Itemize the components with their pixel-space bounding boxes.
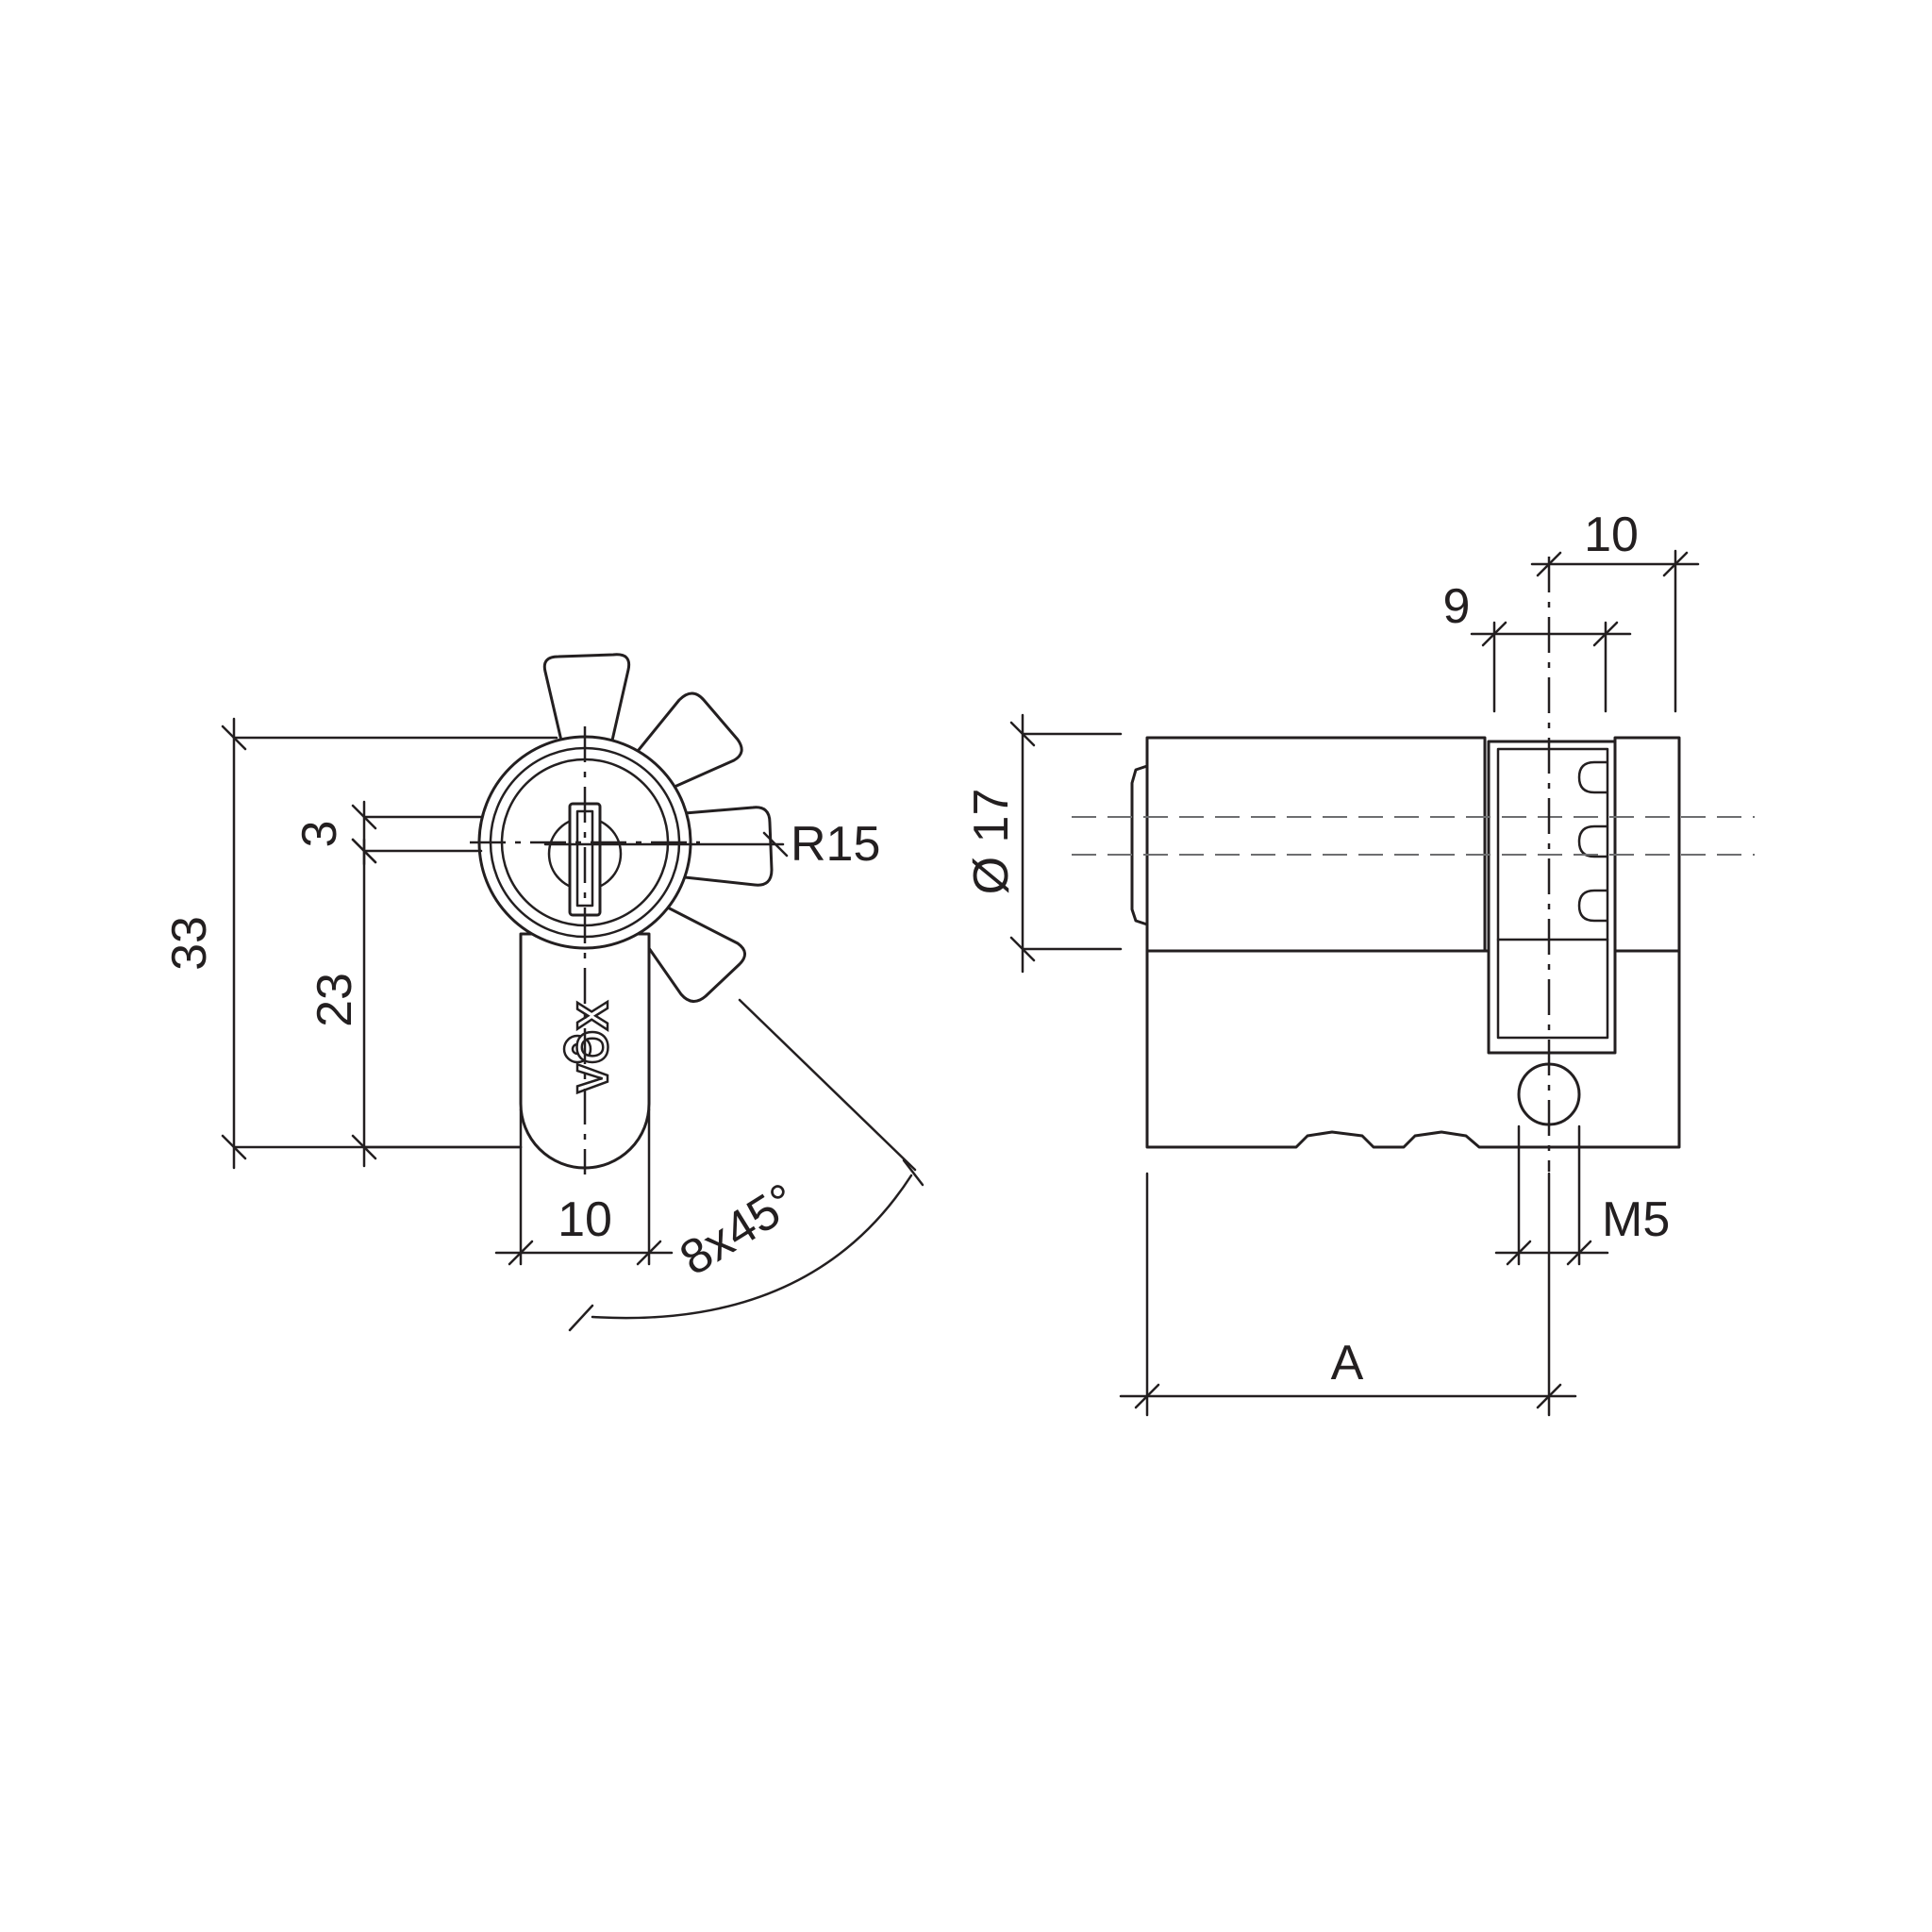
dim-10-front-label: 10 xyxy=(558,1192,612,1247)
dim-cam-gap: 3 xyxy=(292,800,483,866)
logo-keyhole-inner xyxy=(571,1042,584,1056)
dim-10-side-label: 10 xyxy=(1584,508,1639,562)
side-view: Ø 17 9 10 M5 xyxy=(964,508,1755,1417)
pin-notch-1 xyxy=(1577,760,1607,794)
dim-8x45-label: 8x45° xyxy=(671,1174,807,1287)
dim-cam-radius: R15 xyxy=(543,817,880,872)
dim-3-label: 3 xyxy=(292,821,347,848)
pin-notch-3 xyxy=(1577,889,1607,923)
front-collar xyxy=(1130,764,1149,926)
dim-diameter: Ø 17 xyxy=(964,713,1123,974)
dim-23-label: 23 xyxy=(308,973,362,1027)
pin-notch-2 xyxy=(1577,824,1607,858)
dim-9-label: 9 xyxy=(1443,579,1471,634)
cam-wing-up xyxy=(542,653,631,755)
cam-slot-inner xyxy=(1496,747,1609,1040)
logo-keyhole xyxy=(562,1034,592,1064)
cam-wings xyxy=(542,653,774,1003)
vox-logo: VOX xyxy=(568,1001,617,1092)
front-view: VOX 33 23 3 xyxy=(162,653,924,1332)
cam-wing-right xyxy=(683,806,774,887)
cam-slot-outer xyxy=(1487,740,1617,1055)
dim-a-label: A xyxy=(1331,1336,1364,1391)
dim-screw-thread: M5 xyxy=(1494,1124,1670,1266)
dim-body-offset: 10 xyxy=(1530,508,1700,713)
dim-m5-label: M5 xyxy=(1602,1192,1670,1247)
dim-r15-label: R15 xyxy=(791,817,880,872)
dim-length: A xyxy=(1119,1172,1577,1417)
dim-cam-slot: 9 xyxy=(1443,579,1632,713)
dim-33-label: 33 xyxy=(162,916,217,971)
cam-wing-down-right xyxy=(636,902,746,1003)
dim-diameter-label: Ø 17 xyxy=(964,789,1019,895)
dim-cam-width: 10 xyxy=(494,1108,674,1266)
cylinder-head xyxy=(1613,736,1681,953)
